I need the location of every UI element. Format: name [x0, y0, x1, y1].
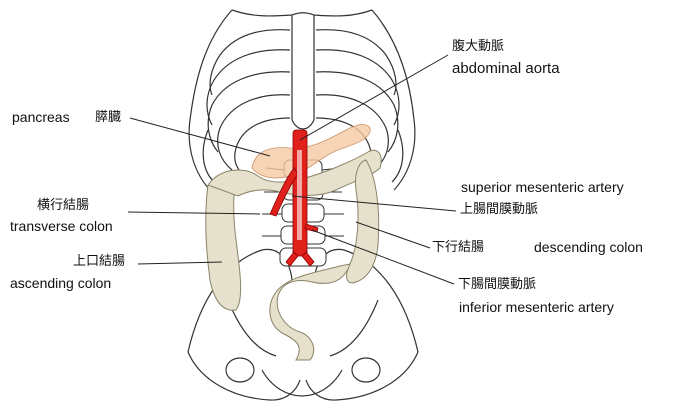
aorta-highlight: [297, 150, 302, 240]
label-descending-jp: 下行結腸: [432, 240, 485, 255]
label-transverse-jp: 横行結腸: [37, 198, 90, 213]
label-ima-en: inferior mesenteric artery: [459, 299, 614, 315]
label-aorta-jp: 腹大動脈: [452, 39, 505, 54]
label-pancreas-en: pancreas: [12, 109, 70, 125]
label-ima-jp: 下腸間膜動脈: [458, 277, 537, 292]
label-aorta-en: abdominal aorta: [452, 60, 560, 77]
label-ascending-en: ascending colon: [10, 275, 112, 291]
label-transverse-en: transverse colon: [10, 218, 113, 234]
label-ascending-jp: 上口結腸: [73, 254, 126, 269]
label-sma-jp: 上腸間膜動脈: [460, 202, 539, 217]
label-descending-en: descending colon: [534, 239, 643, 255]
label-sma-en: superior mesenteric artery: [461, 179, 624, 195]
label-pancreas-jp: 膵臓: [95, 110, 122, 125]
leader-lines: [127, 54, 457, 285]
